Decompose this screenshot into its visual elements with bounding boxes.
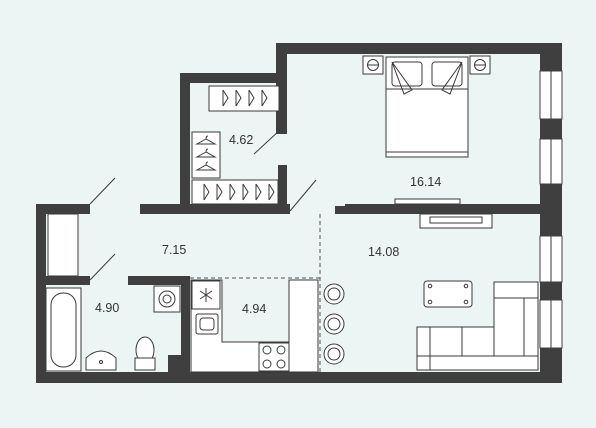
zone-dividers (190, 214, 321, 372)
bar-stool-icon (323, 313, 345, 335)
window-icon (539, 138, 563, 185)
washing-machine-icon (153, 285, 181, 313)
bar-stool-icon (323, 283, 345, 305)
area-label-bedroom: 16.14 (410, 175, 441, 189)
area-label-hallway: 7.15 (162, 243, 186, 257)
hanger-icon (268, 183, 275, 201)
hanger-icon (248, 89, 255, 107)
stove-icon (258, 342, 290, 372)
bed-icon (385, 56, 469, 158)
hanger-icon (195, 135, 217, 145)
walls (36, 43, 562, 383)
coffee-table-icon (423, 280, 473, 308)
tv-icon (394, 198, 461, 205)
hanger-icon (203, 183, 210, 201)
area-labels: 4.62 16.14 7.15 14.08 4.90 4.94 (95, 133, 441, 316)
hanger-icon (261, 89, 268, 107)
fridge-icon (191, 280, 221, 310)
sink-icon (195, 313, 219, 335)
area-label-wardrobe: 4.62 (229, 133, 253, 147)
hanger-icon (229, 183, 236, 201)
area-label-living-room: 14.08 (368, 245, 399, 259)
hanger-icon (216, 183, 223, 201)
nightstand-left (362, 55, 384, 75)
hanger-icon (195, 148, 217, 158)
tv-icon (419, 213, 493, 229)
window-icon (539, 70, 563, 120)
sink-icon (85, 350, 117, 371)
hanger-icon (242, 183, 249, 201)
area-label-bathroom: 4.90 (95, 301, 119, 315)
window-icon (539, 299, 563, 349)
hallway-closet (47, 213, 79, 277)
area-label-kitchen: 4.94 (242, 302, 266, 316)
sofa-icon (416, 281, 539, 371)
nightstand-right (469, 55, 491, 75)
bar-stool-icon (323, 343, 345, 365)
hanger-icon (255, 183, 262, 201)
hanger-icon (235, 89, 242, 107)
toilet-icon (134, 336, 156, 371)
bathtub-icon (45, 287, 82, 372)
hanger-icon (195, 161, 217, 171)
door-swing-icon (89, 129, 317, 281)
hanger-icon (222, 89, 229, 107)
window-icon (539, 235, 563, 283)
windows (539, 70, 563, 349)
wardrobe-storage (191, 85, 280, 205)
